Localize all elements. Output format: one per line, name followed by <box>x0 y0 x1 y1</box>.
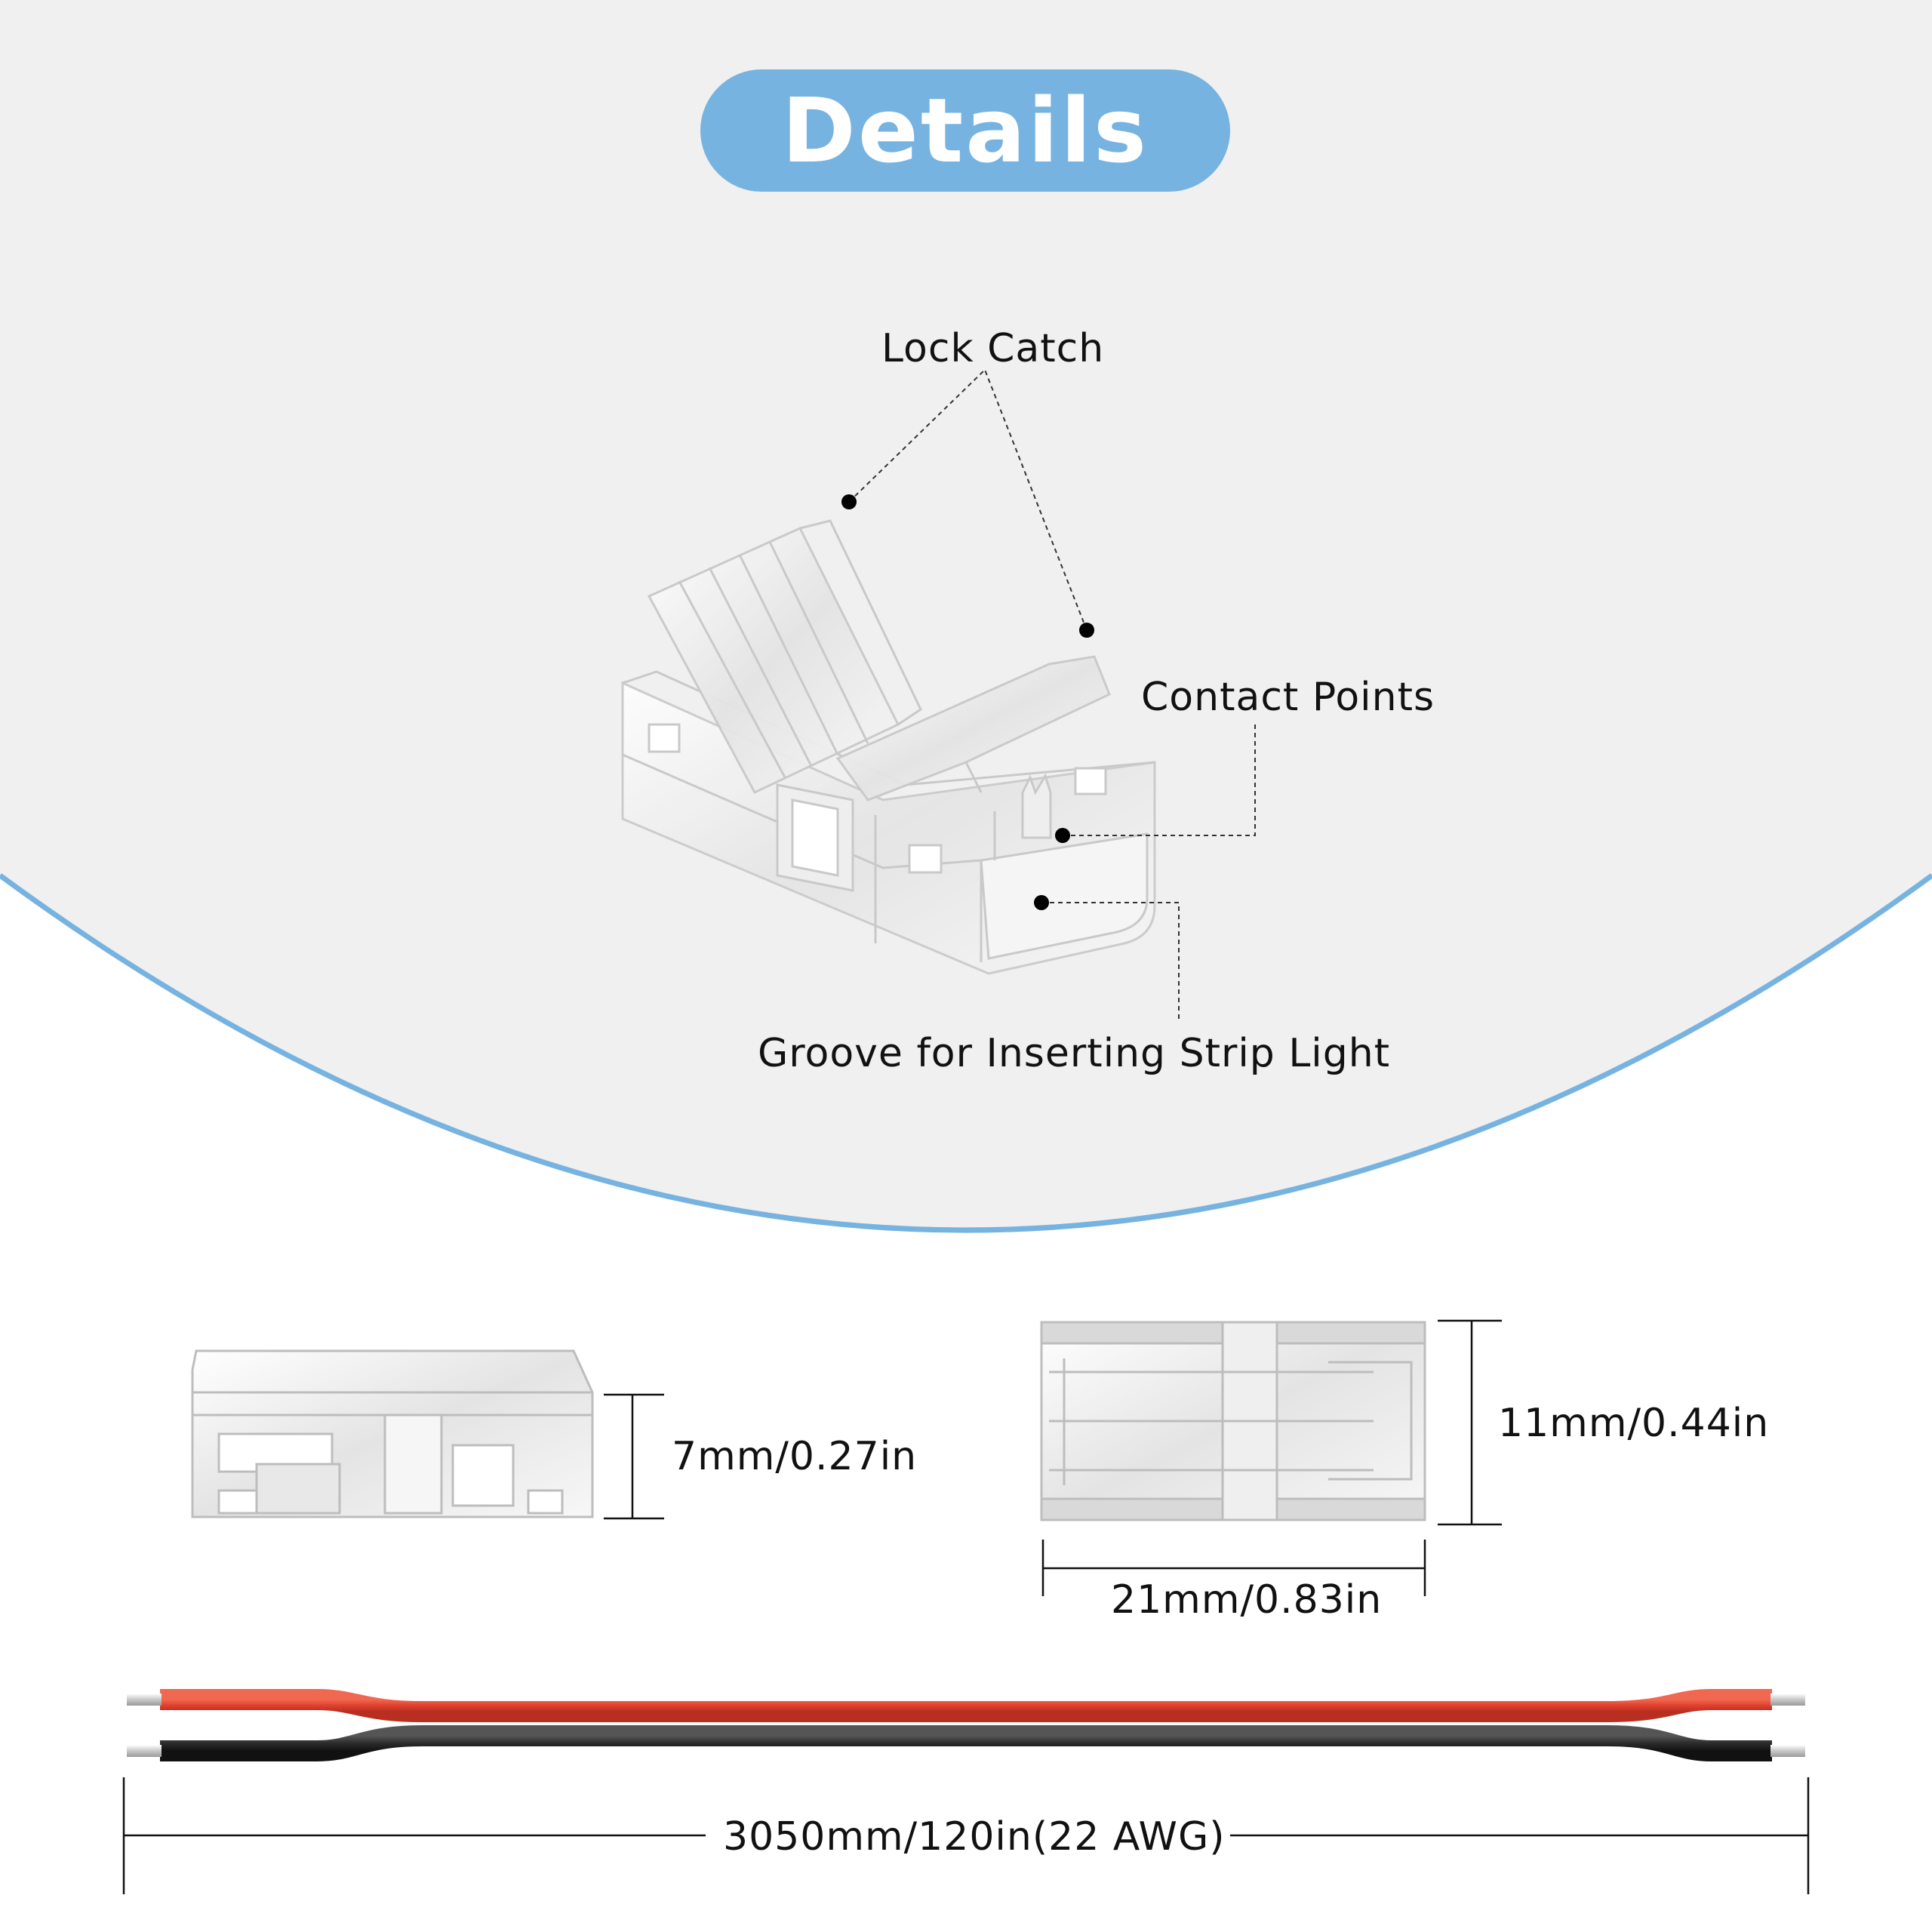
width-dimension-label: 11mm/0.44in <box>1498 1401 1770 1446</box>
length-dimension-label: 21mm/0.83in <box>1111 1577 1383 1623</box>
red-wire-left-tip <box>127 1694 162 1706</box>
width-dimension-lines <box>1438 1319 1502 1526</box>
length-dimension-lines <box>1041 1540 1426 1596</box>
height-dimension-lines <box>604 1393 664 1520</box>
lock-catch-label: Lock Catch <box>881 326 1105 371</box>
blue-arc-border <box>0 873 1932 1233</box>
wire-length-dimension-lines <box>122 1777 1810 1894</box>
black-wire-left-tip <box>127 1745 162 1757</box>
wire-length-label: 3050mm/120in(22 AWG) <box>723 1814 1226 1860</box>
wire-pair <box>127 1689 1805 1761</box>
callout-dots <box>841 494 1094 910</box>
title-banner: Details <box>700 69 1230 192</box>
groove-label: Groove for Inserting Strip Light <box>758 1031 1391 1076</box>
red-wire-right-tip <box>1770 1694 1805 1706</box>
page-title: Details <box>781 78 1149 183</box>
connector-side-view <box>191 1349 594 1518</box>
black-wire-right-tip <box>1770 1745 1805 1757</box>
callout-leaders <box>848 369 1256 1023</box>
connector-3d-illustration <box>621 519 1156 975</box>
contact-points-label: Contact Points <box>1141 675 1435 720</box>
black-wire <box>160 1725 1772 1761</box>
red-wire <box>160 1689 1772 1722</box>
gray-dome-background <box>0 0 1932 1230</box>
height-dimension-label: 7mm/0.27in <box>672 1434 918 1479</box>
connector-top-view <box>1040 1321 1426 1521</box>
